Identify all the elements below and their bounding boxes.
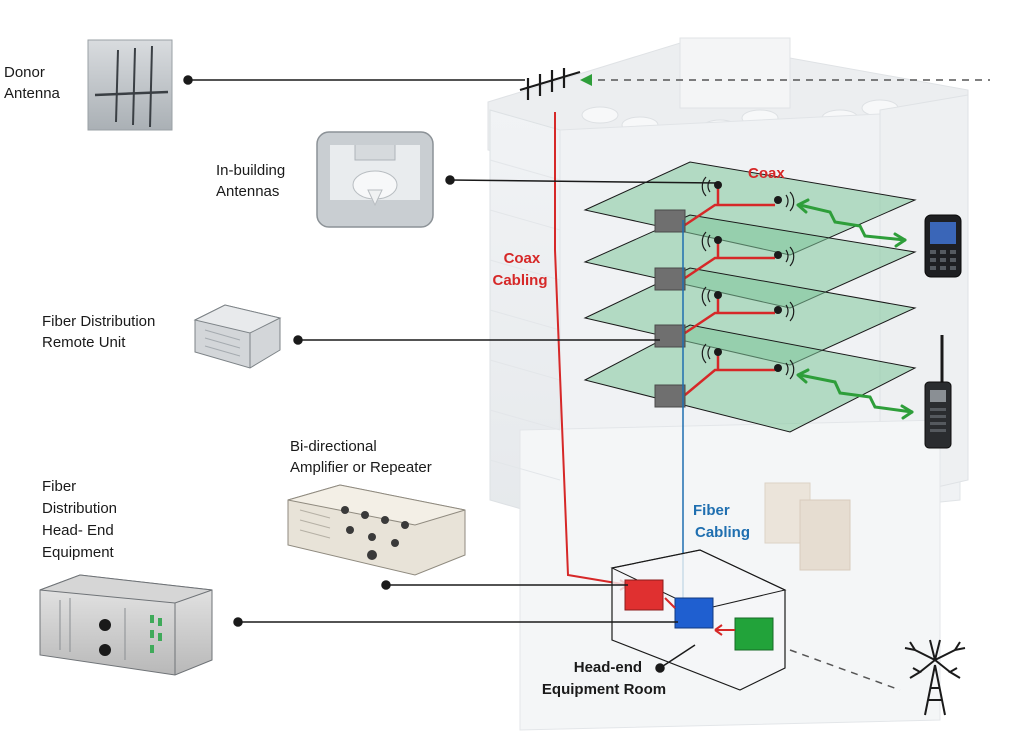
tower-link-dashed <box>789 649 901 691</box>
remote-units <box>654 209 686 408</box>
head-end-box <box>674 597 714 629</box>
leader-lines <box>183 75 719 673</box>
label-bidirectional-amplifier: Bi-directional Amplifier or Repeater <box>290 438 432 476</box>
label-donor-antenna: Donor Antenna <box>4 64 61 102</box>
label-coax-top: Coax <box>748 165 785 182</box>
repeater-box <box>734 617 774 651</box>
ceiling-antenna-icon <box>316 131 434 228</box>
label-head-end-room: Head-end Equipment Room <box>542 659 666 698</box>
cell-tower-icon <box>904 639 966 716</box>
handheld-radio-icon <box>924 335 952 449</box>
remote-unit-icon <box>193 304 282 369</box>
head-end-room <box>610 549 787 691</box>
coax-cabling-floors <box>684 185 775 396</box>
label-coax-cabling: Coax Cabling <box>493 250 548 289</box>
label-fiber-cabling: Fiber Cabling <box>693 502 750 541</box>
wireless-links <box>796 198 914 420</box>
floor-antennas <box>701 176 795 380</box>
rack-amplifier-icon <box>287 484 466 576</box>
rooftop-antenna-icon <box>519 68 581 100</box>
smartphone-icon <box>924 214 962 278</box>
label-fiber-remote-unit: Fiber Distribution Remote Unit <box>42 313 160 351</box>
label-in-building-antennas: In-building Antennas <box>216 162 289 200</box>
rack-chassis-icon <box>39 574 213 676</box>
yagi-antenna-icon <box>87 39 173 131</box>
label-fiber-head-end: Fiber Distribution Head- End Equipment <box>42 478 121 561</box>
amplifier-box <box>624 579 664 611</box>
